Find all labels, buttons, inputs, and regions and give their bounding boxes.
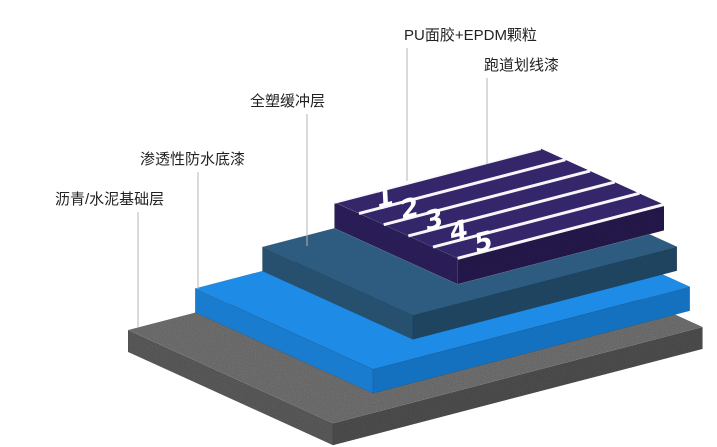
callout-labels: PU面胶+EPDM颗粒 跑道划线漆 全塑缓冲层 渗透性防水底漆 沥青/水泥基础层 <box>55 27 559 208</box>
lane-line <box>383 169 591 227</box>
lane-line <box>334 147 542 204</box>
buffer-layer-front-face <box>412 246 678 340</box>
primer-layer-front-face <box>372 286 691 394</box>
label-waterproof-primer: 渗透性防水底漆 <box>140 151 245 168</box>
lane-line <box>457 203 665 260</box>
lane-line <box>407 180 616 238</box>
label-track-marking-paint: 跑道划线漆 <box>484 57 559 74</box>
label-buffer-layer: 全塑缓冲层 <box>250 92 325 110</box>
lane-line <box>358 158 566 215</box>
leader-lines <box>137 48 488 327</box>
label-pu-epdm-surface: PU面胶+EPDM颗粒 <box>404 27 537 44</box>
track-layer <box>333 148 665 285</box>
label-asphalt-cement-base: 沥青/水泥基础层 <box>55 191 164 208</box>
lane-line <box>432 191 640 249</box>
lane-marking-lines <box>334 147 665 260</box>
